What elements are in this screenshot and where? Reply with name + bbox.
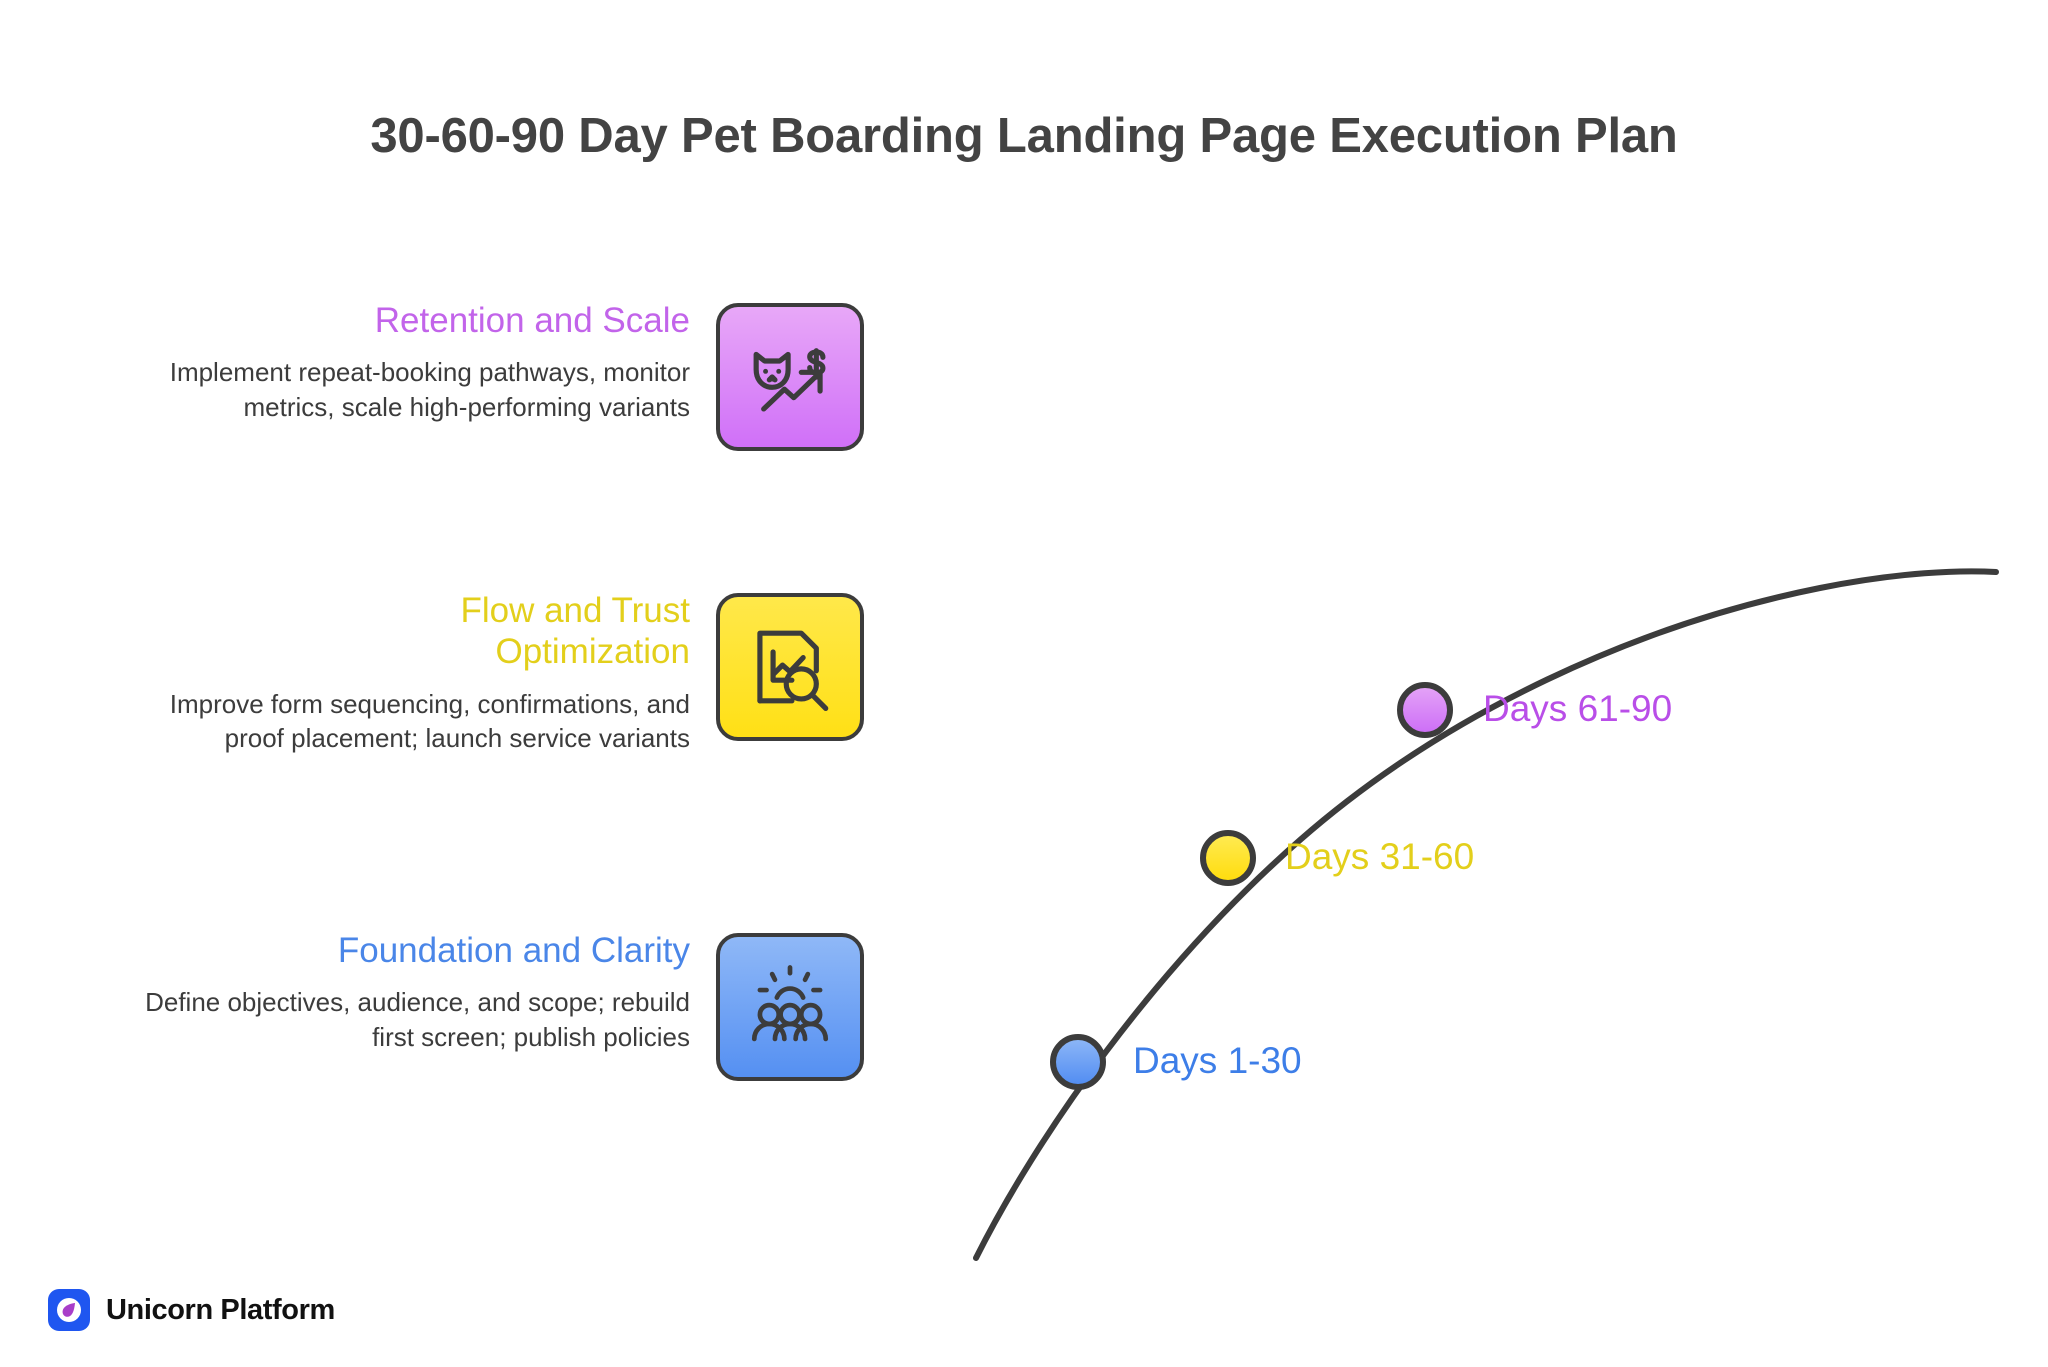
milestone-label-days-1-30: Days 1-30 bbox=[1133, 1040, 1302, 1081]
milestone-dot-days-31-60 bbox=[1200, 830, 1256, 886]
milestone-dot-days-61-90 bbox=[1397, 682, 1453, 738]
phase-text: Flow and Trust Optimization Improve form… bbox=[120, 590, 690, 755]
phase-text: Retention and Scale Implement repeat-boo… bbox=[120, 300, 690, 424]
milestone-label-days-61-90: Days 61-90 bbox=[1483, 688, 1673, 729]
phase-icon-card bbox=[716, 593, 864, 741]
curve-path bbox=[973, 568, 1999, 1261]
phase-icon-card bbox=[716, 933, 864, 1081]
phase-description: Implement repeat-booking pathways, monit… bbox=[169, 357, 690, 422]
phase-heading: Foundation and Clarity bbox=[337, 931, 690, 970]
phase-description: Define objectives, audience, and scope; … bbox=[145, 987, 690, 1052]
phase-icon-card bbox=[716, 303, 864, 451]
page-title: 30-60-90 Day Pet Boarding Landing Page E… bbox=[370, 109, 1678, 163]
audience-insight-icon bbox=[743, 960, 837, 1054]
milestone-label-days-31-60: Days 31-60 bbox=[1285, 836, 1475, 877]
phase-text: Foundation and Clarity Define objectives… bbox=[120, 930, 690, 1054]
growth-curve-panel: Days 1-30 Days 31-60 Days 61-90 bbox=[940, 420, 2048, 1320]
droplet-glyph bbox=[57, 1298, 81, 1322]
footer-brand: Unicorn Platform bbox=[48, 1289, 335, 1331]
brand-name: Unicorn Platform bbox=[106, 1293, 335, 1326]
milestone-dot-days-1-30 bbox=[1050, 1034, 1106, 1090]
growth-curve-svg bbox=[973, 568, 1999, 1261]
phase-heading: Retention and Scale bbox=[374, 301, 690, 340]
unicorn-droplet-logo bbox=[48, 1289, 90, 1331]
phase-description: Improve form sequencing, confirmations, … bbox=[169, 688, 690, 753]
document-chart-search-icon bbox=[743, 620, 837, 714]
cat-dollar-growth-icon bbox=[743, 330, 837, 424]
phase-heading: Flow and Trust Optimization bbox=[460, 591, 690, 672]
